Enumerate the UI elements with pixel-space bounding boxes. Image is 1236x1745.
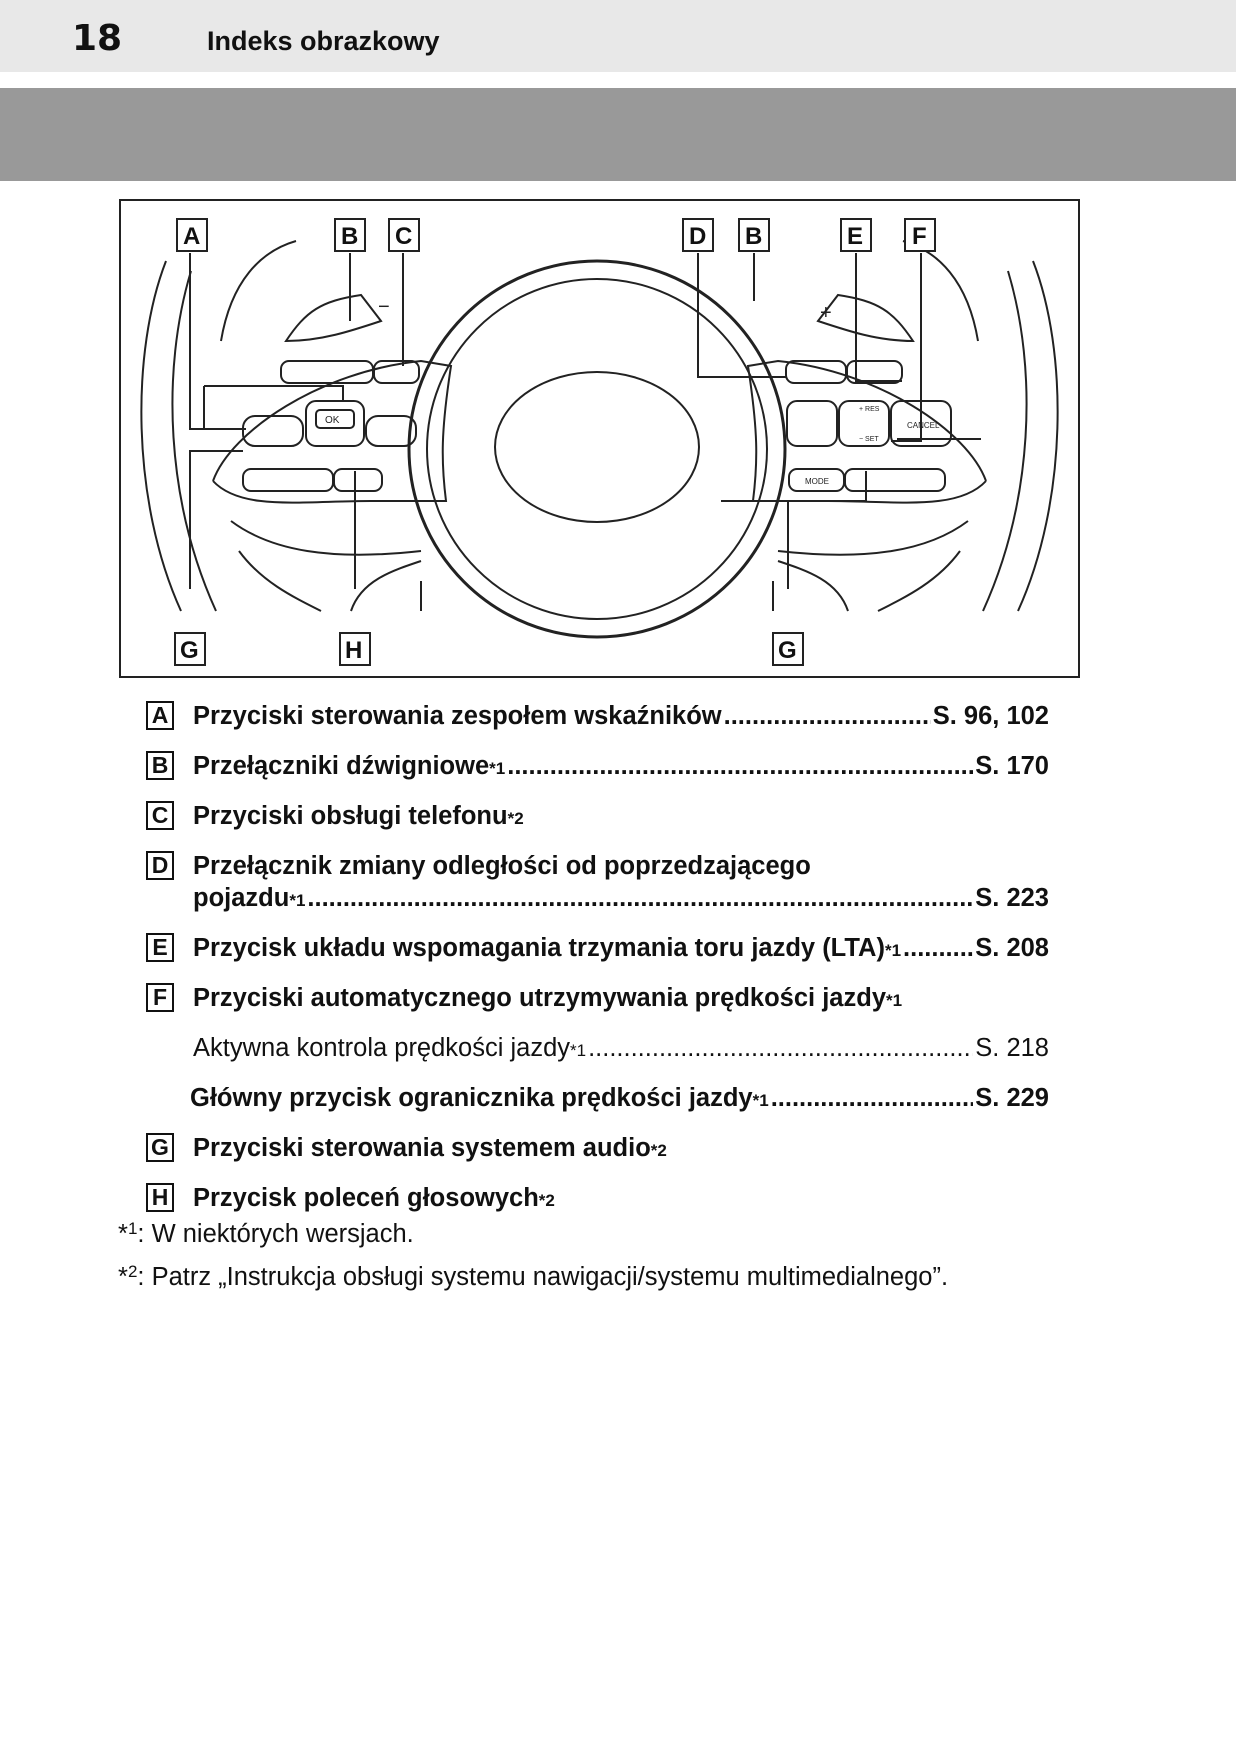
callout-d: D: [689, 223, 706, 250]
list-item-f-sub-1: Aktywna kontrola prędkości jazdy*1 S. 21…: [146, 1032, 1049, 1082]
page-number: 18: [72, 18, 123, 59]
list-item-f: F Przyciski automatycznego utrzymywania …: [146, 982, 1049, 1032]
item-text: Przycisk poleceń głosowych: [193, 1184, 539, 1212]
list-item-e: E Przycisk układu wspomagania trzymania …: [146, 932, 1049, 982]
set-button: − SET: [859, 436, 879, 443]
list-item-b: B Przełączniki dźwigniowe*1 S. 170: [146, 750, 1049, 800]
svg-text:−: −: [378, 296, 390, 318]
footnotes: *1: W niektórych wersjach. *2: Patrz „In…: [118, 1220, 948, 1306]
item-text: Przyciski sterowania zespołem wskaźników: [193, 702, 722, 730]
item-text: Przycisk układu wspomagania trzymania to…: [193, 934, 885, 962]
header-band: [0, 88, 1236, 181]
item-label: B: [146, 751, 174, 780]
callout-e: E: [847, 223, 863, 250]
item-text-continued: pojazdu: [193, 884, 290, 912]
item-text: Aktywna kontrola prędkości jazdy: [193, 1034, 571, 1062]
item-label: G: [146, 1133, 174, 1162]
item-label: C: [146, 801, 174, 830]
item-page-ref[interactable]: S. 229: [975, 1084, 1049, 1112]
list-item-c: C Przyciski obsługi telefonu*2: [146, 800, 1049, 850]
item-text: Przełącznik zmiany odległości od poprzed…: [193, 852, 811, 880]
steering-wheel-figure: − + OK + RES − SET CANCEL MODE: [119, 199, 1080, 678]
list-item-d: D Przełącznik zmiany odległości od poprz…: [146, 850, 1049, 932]
steering-wheel-illustration: − + OK + RES − SET CANCEL MODE: [140, 218, 1059, 666]
section-title: Indeks obrazkowy: [207, 26, 440, 56]
item-page-ref[interactable]: S. 96, 102: [932, 702, 1049, 730]
item-label: D: [146, 851, 174, 880]
item-label: H: [146, 1183, 174, 1212]
list-item-a: A Przyciski sterowania zespołem wskaźnik…: [146, 700, 1049, 750]
item-page-ref[interactable]: S. 208: [975, 934, 1049, 962]
item-text: Przyciski automatycznego utrzymywania pr…: [193, 984, 886, 1012]
item-label: E: [146, 933, 174, 962]
callout-g-left: G: [180, 637, 199, 664]
page-header: 18 Indeks obrazkowy: [0, 0, 1236, 72]
mode-button: MODE: [805, 477, 829, 486]
callout-f: F: [912, 223, 927, 250]
control-list: A Przyciski sterowania zespołem wskaźnik…: [146, 700, 1049, 1232]
callout-g-right: G: [778, 637, 797, 664]
item-page-ref[interactable]: S. 223: [975, 884, 1049, 912]
callout-b-left: B: [341, 223, 358, 250]
item-label: A: [146, 701, 174, 730]
item-page-ref[interactable]: S. 170: [975, 752, 1049, 780]
item-text: Przyciski sterowania systemem audio: [193, 1134, 651, 1162]
ok-button: OK: [325, 415, 340, 426]
list-item-g: G Przyciski sterowania systemem audio*2: [146, 1132, 1049, 1182]
item-text: Przełączniki dźwigniowe: [193, 752, 490, 780]
footnote-1: *1: W niektórych wersjach.: [118, 1219, 414, 1248]
svg-text:+: +: [820, 302, 832, 324]
item-text: Przyciski obsługi telefonu: [193, 802, 508, 830]
callout-c: C: [395, 223, 412, 250]
item-page-ref[interactable]: S. 218: [975, 1034, 1049, 1062]
res-button: + RES: [859, 406, 880, 413]
callout-a: A: [183, 223, 200, 250]
list-item-f-sub-2: Główny przycisk ogranicznika prędkości j…: [146, 1082, 1049, 1132]
item-text: Główny przycisk ogranicznika prędkości j…: [190, 1084, 753, 1112]
callout-h: H: [345, 637, 362, 664]
cancel-button: CANCEL: [907, 421, 940, 430]
list-item-h: H Przycisk poleceń głosowych*2: [146, 1182, 1049, 1232]
item-label: F: [146, 983, 174, 1012]
footnote-2: *2: Patrz „Instrukcja obsługi systemu na…: [118, 1262, 949, 1291]
callout-b-right: B: [745, 223, 762, 250]
